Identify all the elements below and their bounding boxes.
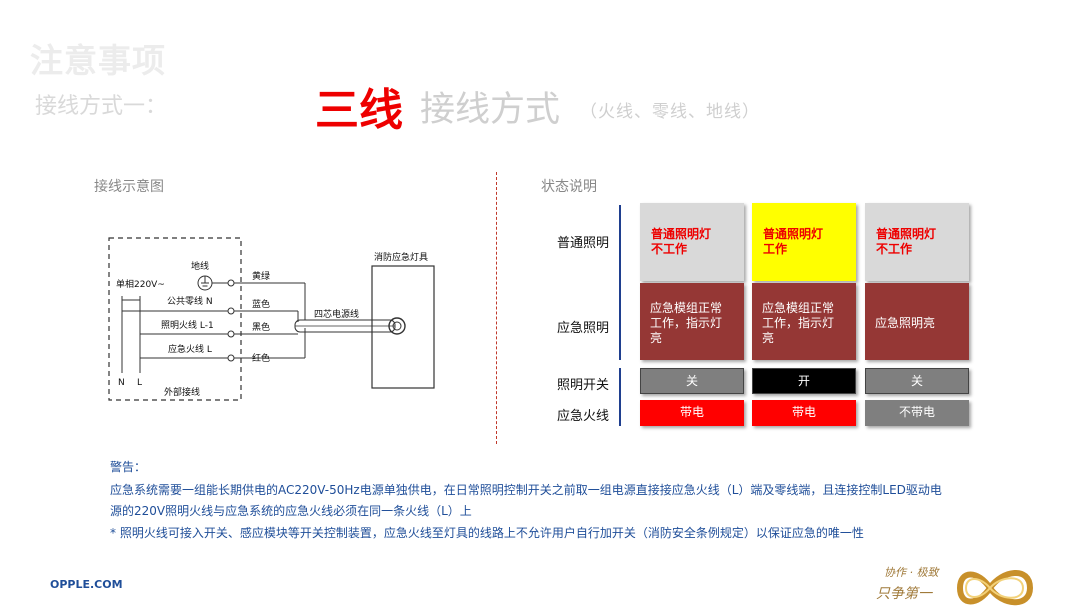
external-wiring-box	[108, 237, 242, 401]
emergency-text-line: 亮	[650, 331, 663, 345]
infinity-icon	[956, 570, 1034, 606]
row-label-fire: 应急火线	[557, 409, 610, 424]
status-emergency-cell-1: 应急模组正常 工作，指示灯 亮	[640, 283, 744, 360]
normal-text-line: 工作	[763, 242, 788, 256]
emergency-text-line: 工作，指示灯	[762, 316, 835, 330]
status-bracket-line-lower	[619, 368, 621, 426]
normal-text-line: 不工作	[876, 242, 913, 256]
switch-cell-1: 关	[640, 368, 744, 394]
fire-cell-3: 不带电	[865, 400, 969, 426]
row-label-normal: 普通照明	[557, 236, 610, 251]
page-subtitle: 接线方式一：	[35, 94, 168, 119]
warning-line-2: 源的220V照明火线与应急系统的应急火线必须在同一条火线（L）上	[110, 504, 472, 518]
normal-text-line: 普通照明灯	[763, 227, 824, 241]
status-normal-cell-2: 普通照明灯 工作	[752, 203, 856, 281]
emergency-text-line: 亮	[762, 331, 775, 345]
warning-title: 警告：	[110, 460, 147, 474]
status-bracket-line	[619, 205, 621, 360]
external-wiring-label: 外部接线	[164, 386, 200, 398]
slogan-line-2: 只争第一	[876, 586, 933, 602]
wiring-diagram: 地线 单相220V~ 公共零线 N 照明火线 L-1 应急火线 L N L 外部…	[108, 237, 435, 401]
page-title: 注意事项	[30, 41, 166, 80]
fixture-label: 消防应急灯具	[374, 251, 428, 263]
l-mark: L	[137, 378, 142, 388]
ground-label: 地线	[191, 260, 209, 272]
mode-title-highlight: 三线	[315, 85, 403, 136]
n-mark: N	[118, 378, 125, 388]
normal-text-line: 不工作	[651, 242, 688, 256]
normal-text-line: 普通照明灯	[876, 227, 937, 241]
switch-cell-3: 关	[865, 368, 969, 394]
mode-title: 接线方式	[420, 90, 561, 130]
wire-color-blue: 蓝色	[252, 298, 270, 310]
diagram-section-label: 接线示意图	[94, 179, 164, 195]
warning-line-3: * 照明火线可接入开关、感应模块等开关控制装置，应急火线至灯具的线路上不允许用户…	[110, 526, 864, 540]
switch-cell-2: 开	[752, 368, 856, 394]
status-normal-cell-3: 普通照明灯 不工作	[865, 203, 969, 281]
status-section-label: 状态说明	[541, 179, 597, 195]
mode-title-note: （火线、零线、地线）	[580, 102, 760, 122]
emergency-text-line: 应急模组正常	[650, 301, 723, 315]
section-divider	[496, 172, 497, 444]
row-label-switch: 照明开关	[557, 378, 610, 393]
fire-cell-1: 带电	[640, 400, 744, 426]
lighting-live-label: 照明火线 L-1	[161, 319, 214, 331]
wire-color-black: 黑色	[252, 321, 270, 333]
supply-label: 单相220V~	[116, 278, 165, 290]
brand-url: OPPLE.COM	[50, 578, 123, 591]
status-emergency-cell-2: 应急模组正常 工作，指示灯 亮	[752, 283, 856, 360]
emergency-live-label: 应急火线 L	[168, 343, 212, 355]
emergency-text-line: 工作，指示灯	[650, 316, 723, 330]
emergency-text-line: 应急模组正常	[762, 301, 835, 315]
brand-logo: 协作 · 极致 只争第一	[876, 566, 1034, 606]
fire-cell-2: 带电	[752, 400, 856, 426]
warning-line-1: 应急系统需要一组能长期供电的AC220V-50Hz电源单独供电，在日常照明控制开…	[110, 483, 942, 497]
slogan-line-1: 协作 · 极致	[884, 566, 940, 579]
cable-label: 四芯电源线	[314, 308, 359, 320]
row-label-emergency: 应急照明	[557, 321, 610, 336]
status-normal-cell-1: 普通照明灯 不工作	[640, 203, 744, 281]
wire-color-red: 红色	[252, 352, 270, 364]
status-emergency-cell-3: 应急照明亮	[865, 283, 969, 360]
normal-text-line: 普通照明灯	[651, 227, 712, 241]
fixture-box	[371, 265, 435, 389]
neutral-label: 公共零线 N	[167, 295, 213, 307]
emergency-text-line: 应急照明亮	[875, 316, 936, 330]
wire-color-yellowgreen: 黄绿	[252, 270, 270, 282]
